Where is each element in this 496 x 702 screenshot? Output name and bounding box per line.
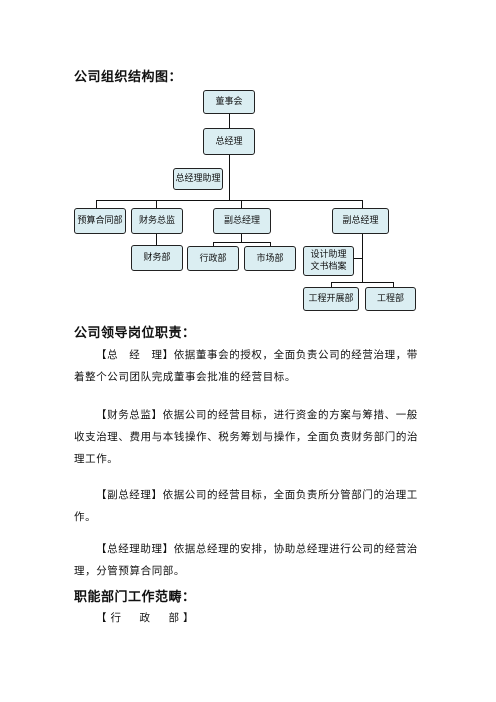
dept-scope-title: 职能部门工作范畴： xyxy=(74,590,196,605)
connector xyxy=(331,282,393,283)
finance-director-box: 财务总监 xyxy=(131,208,183,234)
duty-paragraph-gm-assistant: 【总经理助理】依据总经理的安排，协助总经理进行公司的经营治理，分管预算合同部。 xyxy=(74,543,418,577)
finance-dept-box: 财务部 xyxy=(131,245,183,271)
duty-paragraph-gm: 【总 经 理】依据董事会的授权，全面负责公司的经营治理，带着整个公司团队完成董事… xyxy=(74,349,418,383)
connector xyxy=(229,114,230,128)
board-box: 董事会 xyxy=(203,90,255,114)
connector xyxy=(362,200,363,208)
admin-dept-box: 行政部 xyxy=(187,246,239,271)
general-manager-box: 总经理 xyxy=(203,128,255,155)
deputy-gm-box: 副总经理 xyxy=(213,208,271,234)
connector xyxy=(156,234,157,245)
admin-dept-subheading: 【行 政 部】 xyxy=(96,612,198,624)
connector xyxy=(331,282,332,287)
connector xyxy=(213,242,214,246)
connector xyxy=(229,155,230,200)
connector xyxy=(96,200,362,201)
deputy-gm-box: 副总经理 xyxy=(332,208,389,234)
connector xyxy=(354,258,362,259)
engineering-dept-box: 工程部 xyxy=(365,287,416,311)
engineering-development-dept-box: 工程开展部 xyxy=(303,287,359,311)
connector xyxy=(270,242,271,246)
org-chart-title: 公司组织结构图： xyxy=(74,70,183,85)
budget-contract-dept-box: 预算合同部 xyxy=(74,208,126,234)
market-dept-box: 市场部 xyxy=(244,246,296,271)
connector xyxy=(96,200,97,208)
connector xyxy=(393,282,394,287)
connector xyxy=(241,234,242,242)
duty-paragraph-deputy-gm: 【副总经理】依据公司的经营目标，全面负责所分管部门的治理工作。 xyxy=(74,489,418,523)
connector xyxy=(362,234,363,282)
duty-paragraph-finance-director: 【财务总监】依据公司的经营目标，进行资金的方案与筹措、一般收支治理、费用与本钱操… xyxy=(74,409,419,465)
leadership-duties-title: 公司领导岗位职责： xyxy=(74,326,196,341)
connector xyxy=(156,200,157,208)
connector xyxy=(241,200,242,208)
gm-assistant-box: 总经理助理 xyxy=(173,168,223,190)
connector xyxy=(213,242,270,243)
design-assistant-archive-box: 设计助理 文书档案 xyxy=(303,246,354,276)
